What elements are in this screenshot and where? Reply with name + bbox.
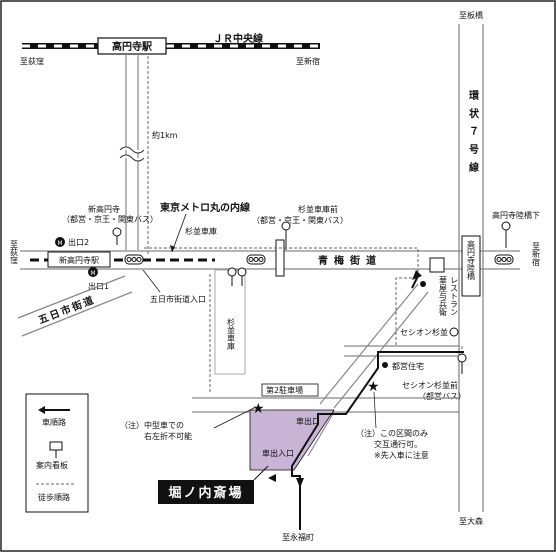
kanjo7-road [458, 24, 484, 512]
note-twoway-1: （注）この区間のみ [356, 428, 428, 438]
suginami-depot-mae-ops: （都営・京王・関東バス） [252, 215, 348, 225]
suginami-depot-vertical: 杉並車庫 [227, 317, 236, 351]
itsukaichi-entrance-label: 五日市街道入口 [150, 294, 206, 304]
jr-chuo-label: ＪＲ中央線 [213, 32, 263, 45]
bus-stop-rikkyo-icon [501, 221, 511, 248]
note-star-twoway: ★ [367, 379, 380, 395]
svg-text:M: M [90, 270, 95, 277]
distance-break-mark [119, 146, 145, 162]
suginami-depot-mae-label: 杉並車庫前 [298, 204, 338, 214]
venue-name: 堀ノ内斎場 [168, 485, 243, 501]
dir-itabashi: 至板橋 [459, 10, 483, 20]
svg-text:案内看板: 案内看板 [36, 460, 68, 470]
venue-area [249, 409, 335, 471]
koenji-station-box [97, 37, 167, 55]
kanjo7-label: 環状７号線 [467, 90, 479, 180]
legend-walking: 徒歩順路 [36, 483, 76, 502]
walking-route-main [144, 247, 463, 356]
dir-eifukucho: 至永福町 [282, 532, 314, 542]
marunouchi-label: 東京メトロ丸の内線 [160, 201, 250, 214]
vehicle-route-arrow-2 [296, 478, 304, 488]
shinkoenji-bus-ops: （都営・京王・関東バス） [62, 214, 158, 224]
traffic-signal-depot [246, 254, 266, 265]
dir-shinjuku-top: 至新宿 [296, 56, 320, 66]
vehicle-route-arrow-3 [268, 474, 276, 482]
svg-text:徒歩順路: 徒歩順路 [38, 492, 70, 502]
dir-omori: 至大森 [459, 516, 483, 526]
legend-box [25, 393, 89, 513]
restaurant-block [429, 257, 445, 273]
parking2-label: 第2駐車場 [266, 385, 303, 395]
note-medium-2: 右左折不可能 [144, 431, 192, 441]
traffic-signal-shinkoenji [124, 254, 144, 265]
car-entrance-label: 車出入口 [262, 448, 294, 458]
legend-vehicle: 車順路 [38, 406, 70, 427]
traffic-signal-rikkyo-shita [494, 254, 514, 265]
note-twoway-3: ※先入車に注意 [374, 450, 429, 460]
svg-text:M: M [57, 240, 62, 247]
note-twoway-2: 交互通行可。 [374, 439, 422, 449]
shinkoenji-station-label: 新高円寺駅 [59, 255, 99, 265]
dir-shinjuku-right: 至新宿 [532, 242, 541, 267]
bus-stop-icon [112, 227, 122, 245]
parking2-block [261, 383, 319, 397]
guide-board-icon [49, 441, 63, 451]
bus-stop-depot-mae-icon [281, 221, 291, 250]
svg-text:車順路: 車順路 [42, 417, 66, 427]
distance-label: 約1km [152, 130, 178, 140]
koenji-rikkyo-overpass [461, 235, 481, 297]
metro-exit1-icon: M [88, 267, 98, 277]
exit2-label: 出口2 [68, 237, 89, 247]
ome-kaido-label: 青梅街道 [318, 254, 382, 267]
toei-jutaku-marker [382, 362, 388, 368]
restaurant-name-label: 華屋与兵衛 [439, 275, 448, 317]
car-exit-label: 車出口 [296, 416, 320, 426]
toei-jutaku-label: 都営住宅 [392, 361, 424, 371]
note-star-medium: ★ [252, 401, 265, 417]
dir-ogikubo-left: 至荻窪 [10, 240, 19, 265]
shinkoenji-bus-label: 新高円寺 [88, 204, 120, 214]
bus-stop-depot-icon [227, 267, 247, 286]
venue-badge [158, 480, 254, 504]
note-medium-1: （注）中型車での [120, 420, 184, 430]
pedestrian-bridge [275, 239, 285, 277]
koenji-rikkyo-shita-label: 高円寺陸橋下 [492, 210, 540, 220]
suginami-depot-label: 杉並車庫 [185, 226, 217, 236]
restaurant-marker [420, 281, 426, 287]
dir-ogikubo-top: 至荻窪 [20, 56, 44, 66]
itsukaichi-road [17, 275, 133, 337]
koenji-rikkyo-label: 高円寺陸橋 [467, 239, 476, 281]
shinkoenji-station-box [47, 251, 111, 268]
legend-guide-board: 案内看板 [36, 441, 68, 470]
vehicle-route [291, 351, 464, 530]
restaurant-label: レストラン [450, 276, 459, 316]
bus-stop-seision-icon [449, 327, 459, 337]
seision-mae-ops: （都営バス） [418, 391, 466, 401]
koenji-station-label: 高円寺駅 [112, 40, 153, 53]
seision-suginami-label: セシオン杉並 [400, 327, 448, 337]
bus-stop-seision-mae-icon [457, 353, 467, 374]
metro-exit2-icon: M [55, 237, 65, 247]
seision-mae-label: セシオン杉並前 [402, 380, 458, 390]
vehicle-route-arrow-1 [412, 270, 422, 280]
